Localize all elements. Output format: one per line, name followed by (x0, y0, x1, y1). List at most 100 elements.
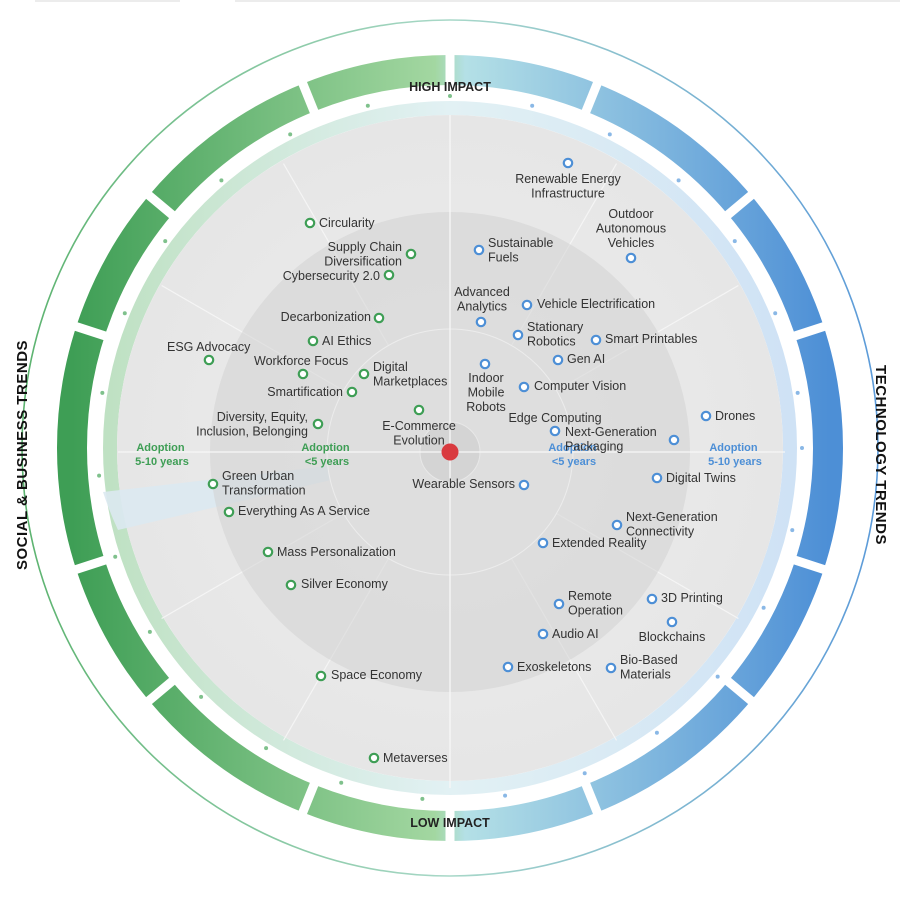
trend-marker[interactable] (553, 598, 565, 610)
trend-marker[interactable] (518, 479, 530, 491)
trend-marker[interactable] (358, 368, 370, 380)
social-trend-smartification[interactable]: Smartification (267, 385, 358, 399)
tech-trend-gen-ai[interactable]: Gen AI (552, 352, 605, 366)
tech-trend-audio-ai[interactable]: Audio AI (537, 627, 599, 641)
ring-chevron (761, 605, 766, 610)
trend-label-line: Decarbonization (281, 310, 371, 324)
trend-marker[interactable] (297, 368, 309, 380)
tech-trend-extended-reality[interactable]: Extended Reality (537, 536, 647, 550)
social-trend-workforce-focus[interactable]: Workforce Focus (254, 354, 348, 380)
trend-marker[interactable] (646, 593, 658, 605)
trend-marker[interactable] (668, 434, 680, 446)
social-trend-everything-as-a-service[interactable]: Everything As A Service (223, 504, 370, 518)
trend-marker[interactable] (475, 316, 487, 328)
trend-marker[interactable] (473, 244, 485, 256)
trend-marker[interactable] (537, 628, 549, 640)
trend-label-line: 3D Printing (661, 591, 723, 605)
trend-label-line: Transformation (222, 484, 306, 498)
trend-label-line: Diversity, Equity, (217, 410, 308, 424)
social-trend-cybersecurity-2-0[interactable]: Cybersecurity 2.0 (283, 269, 395, 283)
tech-trend-wearable-sensors[interactable]: Wearable Sensors (412, 477, 530, 491)
trend-marker[interactable] (590, 334, 602, 346)
trend-marker[interactable] (611, 519, 623, 531)
trend-marker[interactable] (285, 579, 297, 591)
trend-marker[interactable] (373, 312, 385, 324)
trend-marker[interactable] (700, 410, 712, 422)
social-trend-silver-economy[interactable]: Silver Economy (285, 577, 389, 591)
trend-marker[interactable] (368, 752, 380, 764)
trend-marker[interactable] (315, 670, 327, 682)
tech-trend-edge-computing[interactable]: Edge Computing (508, 411, 602, 437)
ring-gap (71, 321, 110, 342)
trend-marker[interactable] (479, 358, 491, 370)
trend-marker[interactable] (605, 662, 617, 674)
trend-marker[interactable] (262, 546, 274, 558)
tech-trend-exoskeletons[interactable]: Exoskeletons (502, 660, 592, 674)
tech-trend-computer-vision[interactable]: Computer Vision (518, 379, 626, 393)
trend-marker[interactable] (625, 252, 637, 264)
tech-trend-drones[interactable]: Drones (700, 409, 755, 423)
trend-marker[interactable] (549, 425, 561, 437)
tech-trend-3d-printing[interactable]: 3D Printing (646, 591, 723, 605)
tech-trend-smart-printables[interactable]: Smart Printables (590, 332, 698, 346)
trend-marker[interactable] (521, 299, 533, 311)
trend-marker[interactable] (203, 354, 215, 366)
ring-chevron (420, 796, 425, 801)
social-trend-metaverses[interactable]: Metaverses (368, 751, 448, 765)
trend-marker[interactable] (312, 418, 324, 430)
social-trend-space-economy[interactable]: Space Economy (315, 668, 423, 682)
trend-label-line: Evolution (393, 434, 444, 448)
trend-marker[interactable] (537, 537, 549, 549)
trend-label-line: Next-Generation (565, 425, 657, 439)
trend-marker[interactable] (651, 472, 663, 484)
trend-marker[interactable] (383, 269, 395, 281)
trend-marker[interactable] (512, 329, 524, 341)
trend-marker[interactable] (207, 478, 219, 490)
trend-marker[interactable] (666, 616, 678, 628)
trend-marker[interactable] (502, 661, 514, 673)
social-trend-diversity-equity-inclusion-belonging[interactable]: Diversity, Equity,Inclusion, Belonging (196, 410, 324, 439)
tech-trend-blockchains[interactable]: Blockchains (639, 616, 706, 644)
tech-trend-digital-twins[interactable]: Digital Twins (651, 471, 736, 485)
trend-marker[interactable] (346, 386, 358, 398)
trend-label-line: Packaging (565, 440, 623, 454)
ring-gap (580, 79, 603, 116)
social-trend-ai-ethics[interactable]: AI Ethics (307, 334, 372, 348)
ring-chevron (339, 780, 344, 785)
ring-chevron (219, 178, 224, 183)
trend-marker[interactable] (562, 157, 574, 169)
tech-trend-vehicle-electrification[interactable]: Vehicle Electrification (521, 297, 655, 311)
social-trend-esg-advocacy[interactable]: ESG Advocacy (167, 340, 251, 366)
trend-marker[interactable] (304, 217, 316, 229)
trend-marker[interactable] (552, 354, 564, 366)
social-trend-circularity[interactable]: Circularity (304, 216, 376, 230)
social-trend-decarbonization[interactable]: Decarbonization (281, 310, 385, 324)
trend-marker[interactable] (223, 506, 235, 518)
trend-label: Wearable Sensors (412, 477, 515, 491)
trend-marker[interactable] (405, 248, 417, 260)
social-trend-mass-personalization[interactable]: Mass Personalization (262, 545, 396, 559)
trend-label-line: Wearable Sensors (412, 477, 515, 491)
trend-marker[interactable] (307, 335, 319, 347)
trend-marker[interactable] (413, 404, 425, 416)
ring-gap (297, 79, 320, 116)
trend-marker[interactable] (518, 381, 530, 393)
trend-label-line: Autonomous (596, 222, 666, 236)
